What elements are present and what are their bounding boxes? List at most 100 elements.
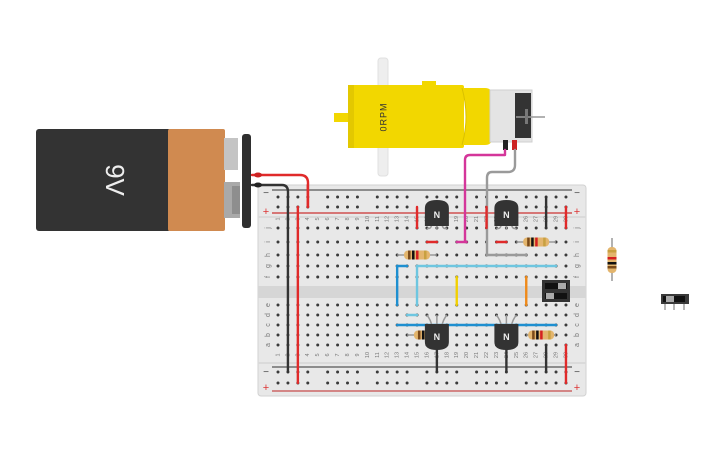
breadboard-hole[interactable] <box>316 343 320 347</box>
breadboard-hole[interactable] <box>276 343 280 347</box>
breadboard-hole[interactable] <box>395 226 399 230</box>
rail-hole[interactable] <box>425 381 429 385</box>
rail-hole[interactable] <box>445 381 449 385</box>
breadboard-hole[interactable] <box>346 240 350 244</box>
breadboard-hole[interactable] <box>415 343 419 347</box>
breadboard-hole[interactable] <box>524 343 528 347</box>
breadboard-hole[interactable] <box>564 253 568 257</box>
breadboard-hole[interactable] <box>475 226 479 230</box>
breadboard-hole[interactable] <box>276 240 280 244</box>
breadboard-hole[interactable] <box>276 253 280 257</box>
breadboard-hole[interactable] <box>365 264 369 268</box>
breadboard-hole[interactable] <box>475 303 479 307</box>
breadboard-hole[interactable] <box>306 264 310 268</box>
breadboard-hole[interactable] <box>375 240 379 244</box>
breadboard-hole[interactable] <box>504 303 508 307</box>
breadboard-hole[interactable] <box>346 253 350 257</box>
breadboard-hole[interactable] <box>554 313 558 317</box>
breadboard-hole[interactable] <box>475 313 479 317</box>
breadboard-hole[interactable] <box>395 240 399 244</box>
breadboard-hole[interactable] <box>375 323 379 327</box>
rail-hole[interactable] <box>524 370 528 374</box>
breadboard-hole[interactable] <box>564 264 568 268</box>
breadboard-hole[interactable] <box>316 323 320 327</box>
switch-knob[interactable] <box>666 296 674 302</box>
breadboard-hole[interactable] <box>375 333 379 337</box>
breadboard-hole[interactable] <box>365 226 369 230</box>
rail-hole[interactable] <box>524 195 528 199</box>
rail-hole[interactable] <box>554 381 558 385</box>
breadboard-hole[interactable] <box>336 313 340 317</box>
breadboard-hole[interactable] <box>316 303 320 307</box>
switch-knob[interactable] <box>546 293 554 299</box>
rail-hole[interactable] <box>445 195 449 199</box>
breadboard-hole[interactable] <box>346 313 350 317</box>
rail-hole[interactable] <box>375 381 379 385</box>
breadboard-hole[interactable] <box>355 253 359 257</box>
breadboard-hole[interactable] <box>455 313 459 317</box>
breadboard-hole[interactable] <box>554 253 558 257</box>
breadboard-hole[interactable] <box>336 343 340 347</box>
breadboard-hole[interactable] <box>355 226 359 230</box>
breadboard-hole[interactable] <box>564 275 568 279</box>
rail-hole[interactable] <box>405 370 409 374</box>
rail-hole[interactable] <box>326 205 330 209</box>
rail-hole[interactable] <box>455 195 459 199</box>
breadboard-hole[interactable] <box>326 323 330 327</box>
rail-hole[interactable] <box>355 381 359 385</box>
breadboard-hole[interactable] <box>385 253 389 257</box>
rail-hole[interactable] <box>425 370 429 374</box>
breadboard-hole[interactable] <box>336 264 340 268</box>
resistor-r5-loose[interactable] <box>607 238 617 281</box>
breadboard-hole[interactable] <box>554 226 558 230</box>
rail-hole[interactable] <box>336 205 340 209</box>
breadboard-hole[interactable] <box>544 313 548 317</box>
breadboard-hole[interactable] <box>385 303 389 307</box>
transistor-q2[interactable]: N <box>494 200 519 230</box>
breadboard-hole[interactable] <box>326 275 330 279</box>
breadboard-hole[interactable] <box>564 333 568 337</box>
rail-hole[interactable] <box>346 205 350 209</box>
breadboard-hole[interactable] <box>485 333 489 337</box>
rail-hole[interactable] <box>296 195 300 199</box>
rail-hole[interactable] <box>385 381 389 385</box>
rail-hole[interactable] <box>435 195 439 199</box>
breadboard-hole[interactable] <box>564 240 568 244</box>
breadboard-hole[interactable] <box>316 333 320 337</box>
slide-switch-s2-loose[interactable] <box>661 294 689 310</box>
breadboard-hole[interactable] <box>465 253 469 257</box>
rail-hole[interactable] <box>346 370 350 374</box>
breadboard-hole[interactable] <box>346 323 350 327</box>
rail-hole[interactable] <box>544 381 548 385</box>
breadboard-hole[interactable] <box>375 303 379 307</box>
breadboard-hole[interactable] <box>475 240 479 244</box>
breadboard-hole[interactable] <box>435 275 439 279</box>
rail-hole[interactable] <box>455 370 459 374</box>
breadboard-hole[interactable] <box>375 343 379 347</box>
resistor-r4[interactable] <box>526 330 557 340</box>
breadboard-hole[interactable] <box>375 253 379 257</box>
breadboard-hole[interactable] <box>475 333 479 337</box>
breadboard-hole[interactable] <box>326 343 330 347</box>
breadboard-hole[interactable] <box>355 343 359 347</box>
breadboard-hole[interactable] <box>455 253 459 257</box>
breadboard-hole[interactable] <box>355 264 359 268</box>
rail-hole[interactable] <box>405 195 409 199</box>
breadboard-hole[interactable] <box>395 313 399 317</box>
rail-hole[interactable] <box>385 370 389 374</box>
rail-hole[interactable] <box>375 205 379 209</box>
breadboard-hole[interactable] <box>276 313 280 317</box>
rail-hole[interactable] <box>326 370 330 374</box>
breadboard-hole[interactable] <box>544 303 548 307</box>
dc-motor[interactable]: 0RPM <box>334 57 545 177</box>
rail-hole[interactable] <box>326 381 330 385</box>
breadboard-hole[interactable] <box>365 313 369 317</box>
rail-hole[interactable] <box>534 205 538 209</box>
breadboard-hole[interactable] <box>564 323 568 327</box>
breadboard-hole[interactable] <box>385 323 389 327</box>
breadboard-hole[interactable] <box>524 226 528 230</box>
rail-hole[interactable] <box>524 381 528 385</box>
rail-hole[interactable] <box>326 195 330 199</box>
breadboard-hole[interactable] <box>475 253 479 257</box>
breadboard-hole[interactable] <box>336 333 340 337</box>
